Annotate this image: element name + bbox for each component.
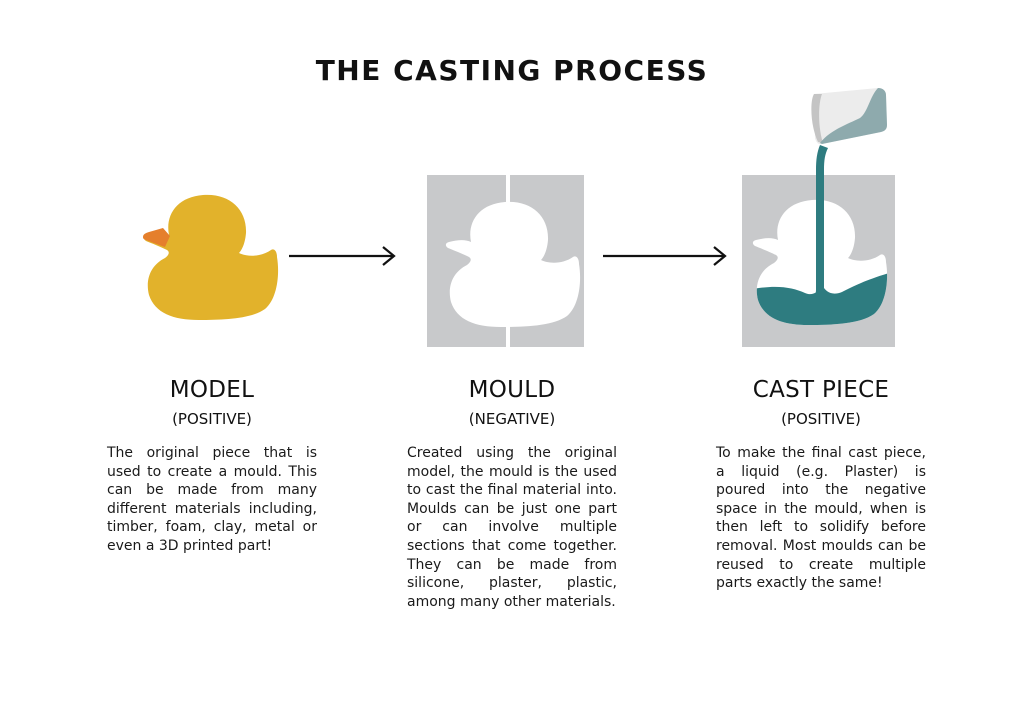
step-subheading: (POSITIVE) — [781, 410, 861, 428]
step-subheading: (NEGATIVE) — [468, 410, 556, 428]
pouring-jug-icon — [811, 88, 887, 145]
jug-rim-shade — [811, 94, 823, 143]
step-description: The original piece that is used to creat… — [107, 445, 317, 554]
step-heading: CAST PIECE — [752, 377, 890, 403]
duck-model-icon — [143, 194, 279, 320]
step-cast-piece: CAST PIECE (POSITIVE) To make the final … — [716, 376, 926, 593]
step-description: To make the final cast piece, a liquid (… — [716, 445, 926, 592]
duck-beak-icon — [143, 228, 170, 247]
step-subheading: (POSITIVE) — [172, 410, 252, 428]
jug-liquid — [820, 88, 887, 144]
step-heading: MOULD — [468, 377, 556, 403]
arrow-right-icon — [603, 246, 727, 266]
mould-icon — [427, 175, 584, 347]
pour-stream — [810, 145, 830, 302]
step-mould: MOULD (NEGATIVE) Created using the origi… — [407, 376, 617, 611]
step-description: Created using the original model, the mo… — [407, 445, 617, 610]
step-model: MODEL (POSITIVE) The original piece that… — [107, 376, 317, 556]
arrow-right-icon — [289, 246, 396, 266]
step-heading: MODEL — [169, 377, 255, 403]
cast-mould-icon — [742, 145, 895, 347]
page-title: THE CASTING PROCESS — [315, 54, 709, 87]
